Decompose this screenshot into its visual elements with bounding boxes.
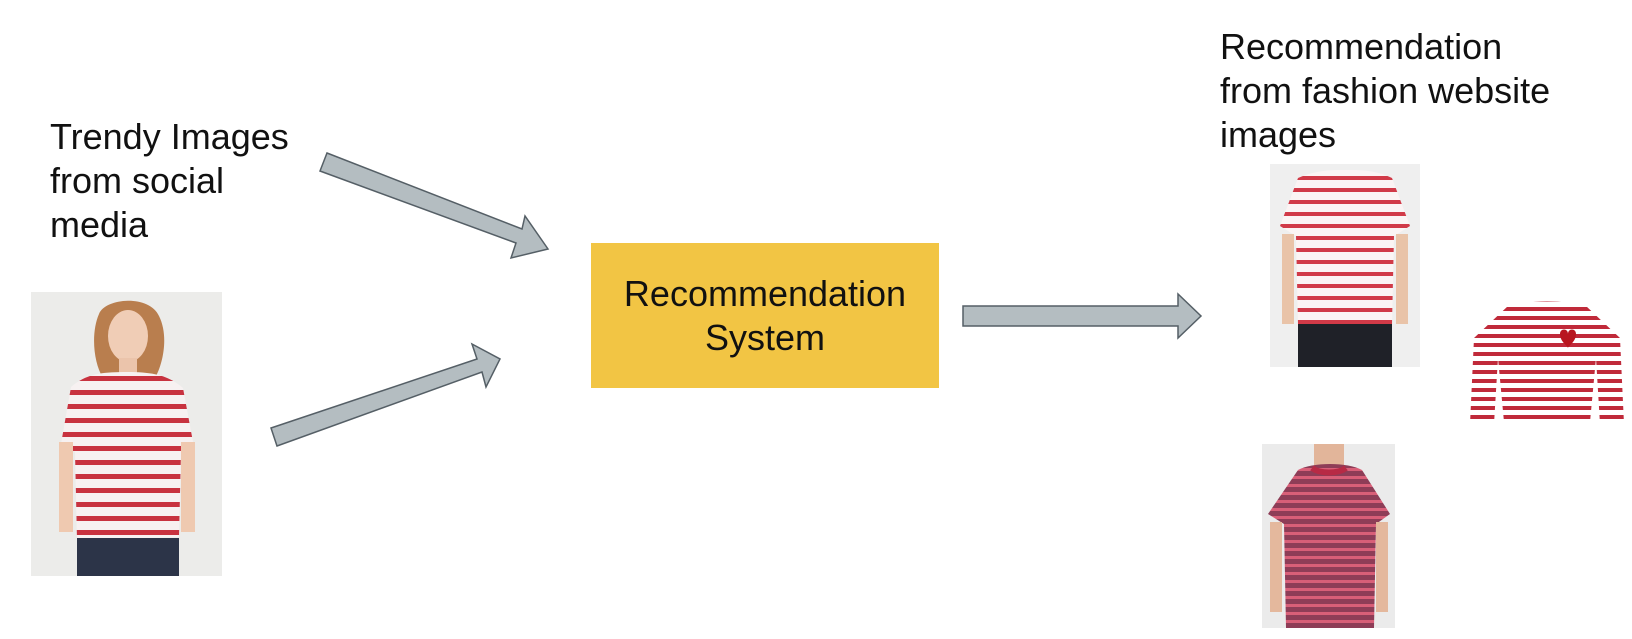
person-striped-tee-photo	[31, 292, 222, 576]
block-arrow-icon-top	[319, 152, 550, 260]
block-arrow-icon-bottom	[270, 342, 501, 447]
striped-tshirt-photo	[1270, 164, 1420, 367]
striped-tshirt-burgundy-photo	[1262, 444, 1395, 628]
recommendation-system-box: Recommendation System	[591, 243, 939, 388]
block-arrow-icon-right	[962, 292, 1203, 340]
striped-longsleeve-photo	[1468, 298, 1626, 432]
source-label: Trendy Images from social media	[50, 116, 289, 245]
output-label: Recommendation from fashion website imag…	[1220, 26, 1551, 155]
recommendation-system-label: Recommendation System	[623, 272, 907, 358]
